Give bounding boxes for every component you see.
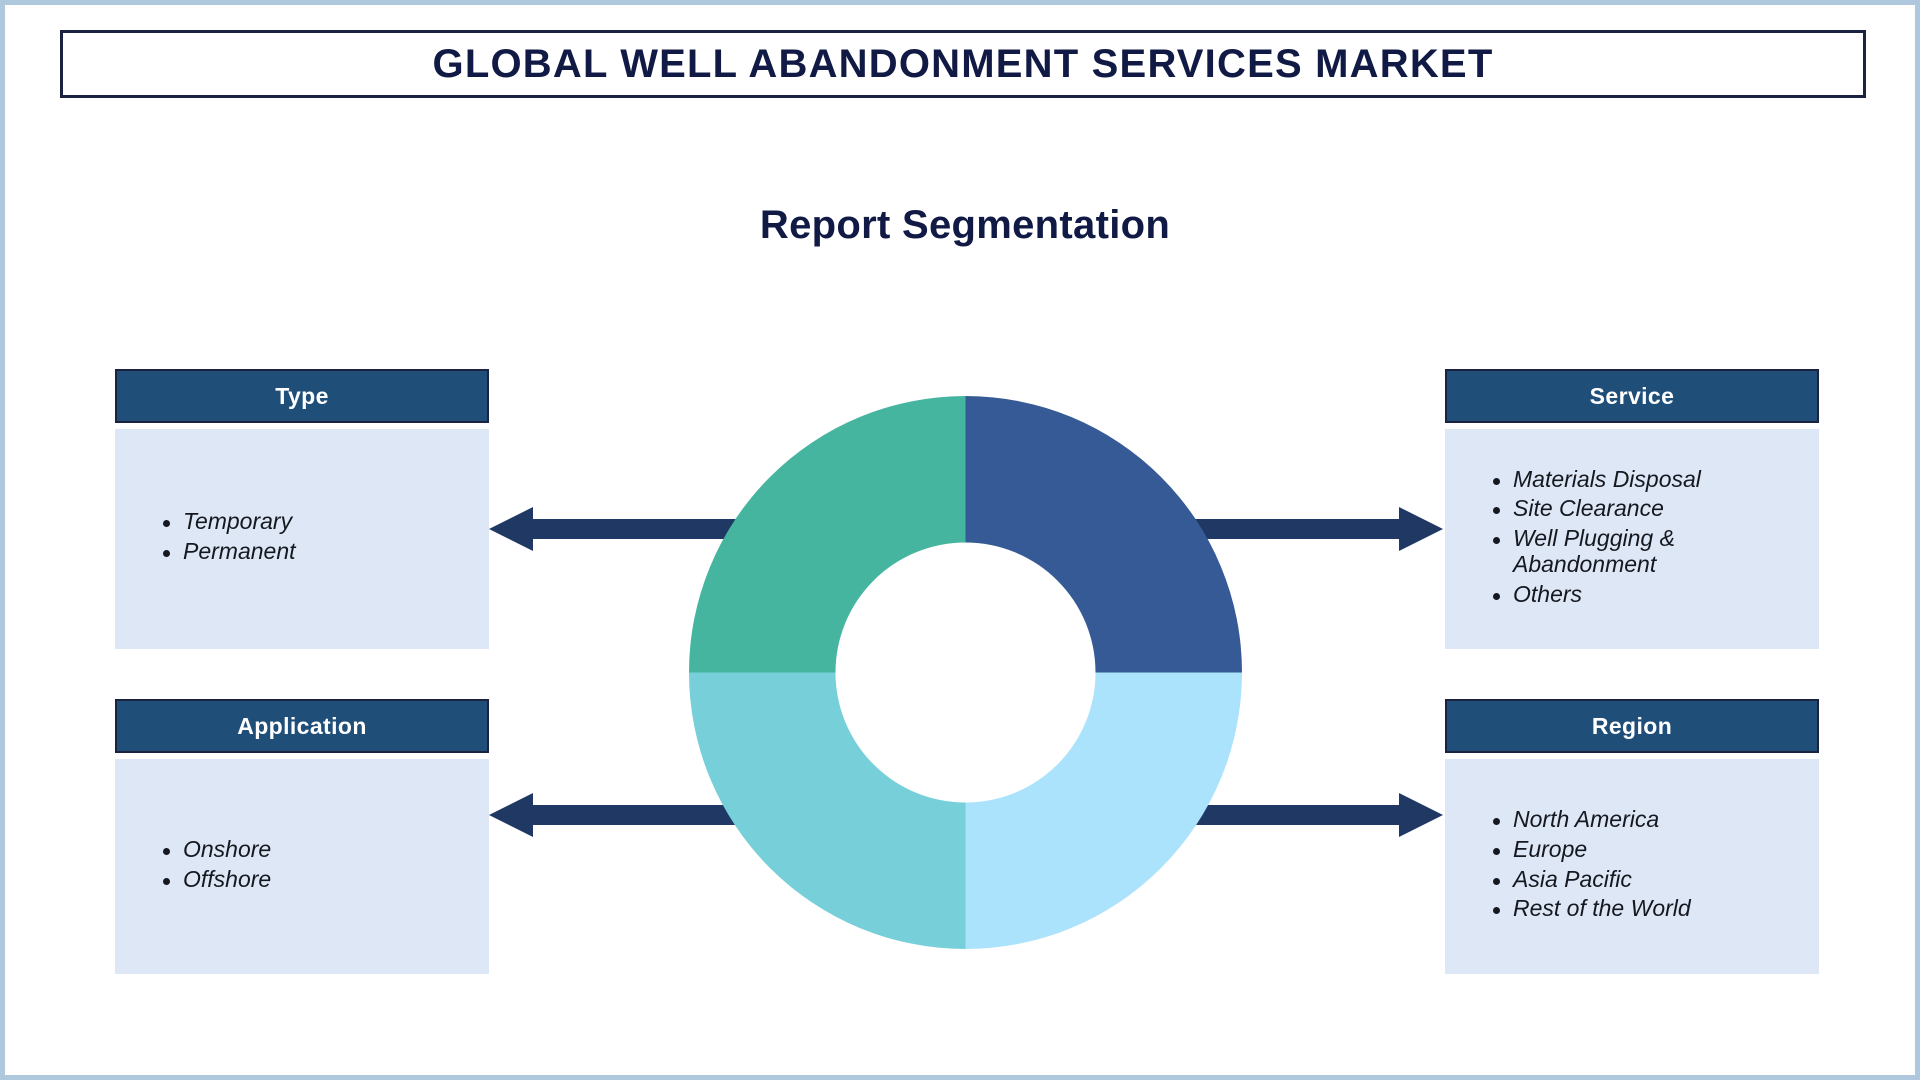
donut-center-hole — [835, 542, 1096, 803]
segment-card-service: Service Materials Disposal Site Clearanc… — [1445, 369, 1819, 649]
segment-body-region: North America Europe Asia Pacific Rest o… — [1445, 759, 1819, 974]
list-item: Europe — [1493, 836, 1801, 863]
segment-card-type: Type Temporary Permanent — [115, 369, 489, 649]
page-title: GLOBAL WELL ABANDONMENT SERVICES MARKET — [432, 41, 1494, 86]
segment-header-type: Type — [115, 369, 489, 423]
list-item: North America — [1493, 806, 1801, 833]
arrow-to-service-icon — [1195, 507, 1443, 551]
list-item: Rest of the World — [1493, 895, 1801, 922]
arrow-to-application-icon — [489, 793, 737, 837]
segment-list-service: Materials Disposal Site Clearance Well P… — [1445, 466, 1819, 612]
list-item: Others — [1493, 581, 1801, 608]
arrow-to-region-icon — [1195, 793, 1443, 837]
segment-list-application: Onshore Offshore — [115, 836, 489, 897]
list-item: Site Clearance — [1493, 496, 1801, 522]
segment-body-application: Onshore Offshore — [115, 759, 489, 974]
segment-card-region: Region North America Europe Asia Pacific… — [1445, 699, 1819, 974]
list-item: Materials Disposal — [1493, 466, 1801, 493]
segment-list-type: Temporary Permanent — [115, 508, 489, 569]
segment-card-application: Application Onshore Offshore — [115, 699, 489, 974]
list-item: Permanent — [163, 538, 471, 565]
arrow-to-type-icon — [489, 507, 737, 551]
title-box: GLOBAL WELL ABANDONMENT SERVICES MARKET — [60, 30, 1866, 98]
list-item: Asia Pacific — [1493, 866, 1801, 893]
donut-chart-svg — [689, 396, 1242, 949]
list-item: Onshore — [163, 836, 471, 863]
segment-body-service: Materials Disposal Site Clearance Well P… — [1445, 429, 1819, 649]
segment-header-service: Service — [1445, 369, 1819, 423]
list-item: Temporary — [163, 508, 471, 535]
segment-list-region: North America Europe Asia Pacific Rest o… — [1445, 806, 1819, 926]
list-item: Offshore — [163, 866, 471, 893]
segment-body-type: Temporary Permanent — [115, 429, 489, 649]
list-item: Well Plugging & Abandonment — [1493, 525, 1801, 578]
segment-header-application: Application — [115, 699, 489, 753]
segment-header-region: Region — [1445, 699, 1819, 753]
donut-chart — [689, 396, 1242, 949]
subtitle: Report Segmentation — [759, 203, 1171, 247]
